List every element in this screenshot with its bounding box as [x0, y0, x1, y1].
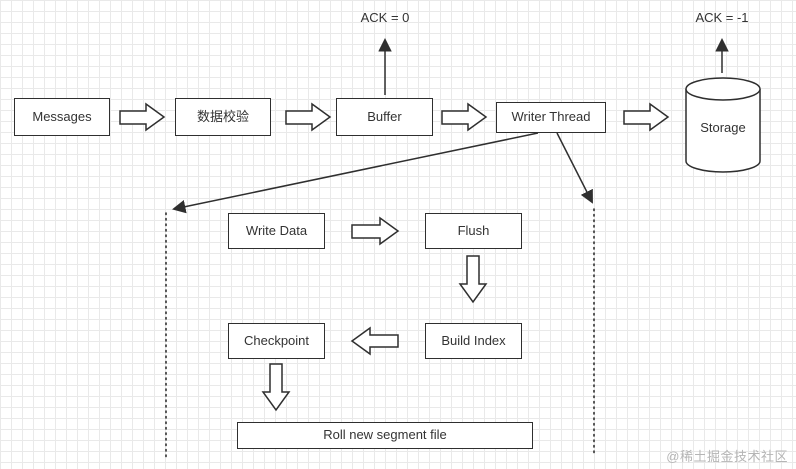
block-arrow-buffer-to-writer: [441, 102, 488, 132]
block-arrow-checkpoint-to-roll: [261, 363, 291, 412]
node-roll-new-segment-file: Roll new segment file: [237, 422, 533, 449]
node-writer-thread: Writer Thread: [496, 102, 606, 133]
node-write-data: Write Data: [228, 213, 325, 249]
arrow-writer-to-right-boundary: [556, 132, 593, 204]
node-flush: Flush: [425, 213, 522, 249]
arrow-writer-to-left-boundary: [172, 132, 539, 214]
storage-cylinder-top: [685, 77, 761, 101]
block-arrow-buildindex-to-checkpoint: [350, 326, 399, 356]
block-arrow-writedata-to-flush: [351, 216, 400, 246]
block-arrow-writer-to-storage: [623, 102, 670, 132]
watermark: @稀土掘金技术社区: [666, 449, 788, 464]
node-checkpoint: Checkpoint: [228, 323, 325, 359]
ack-minus-one-label: ACK = -1: [695, 10, 749, 25]
node-buffer: Buffer: [336, 98, 433, 136]
node-storage-label: Storage: [700, 120, 746, 135]
storage-cylinder-body: [685, 89, 761, 173]
block-arrow-messages-to-validation: [119, 102, 166, 132]
node-messages: Messages: [14, 98, 110, 136]
block-arrow-flush-to-buildindex: [458, 255, 488, 304]
node-build-index: Build Index: [425, 323, 522, 359]
block-arrow-validation-to-buffer: [285, 102, 332, 132]
node-data-validation: 数据校验: [175, 98, 271, 136]
ack-zero-label: ACK = 0: [360, 10, 410, 25]
